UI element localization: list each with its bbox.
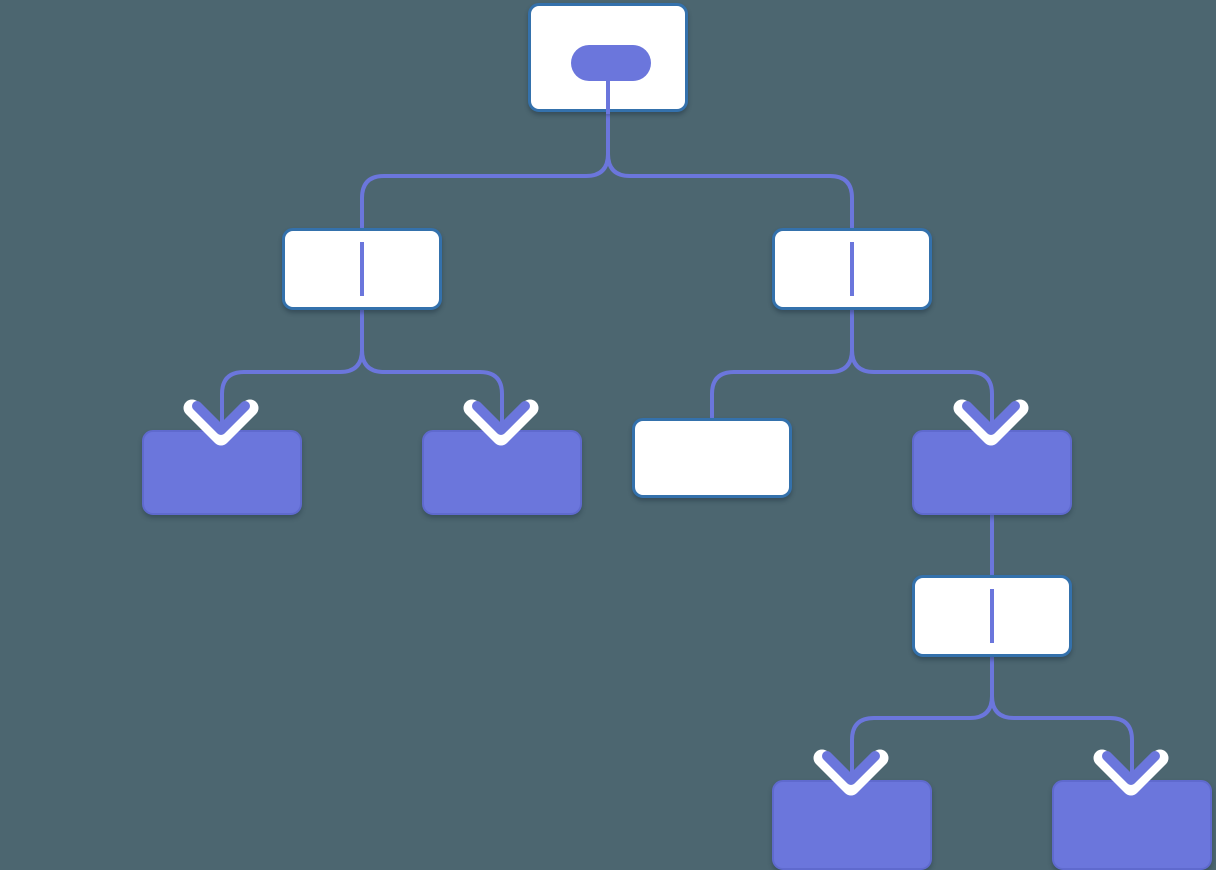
edge-level2left-to-leaf1 (220, 310, 364, 436)
level2-right-node[interactable] (772, 228, 932, 310)
level2-left-node[interactable] (282, 228, 442, 310)
edge-root-to-level2-left (360, 112, 610, 228)
root-pill-badge (571, 45, 651, 81)
edge-level2left-to-leaf2 (360, 310, 504, 436)
branch-node-right[interactable] (912, 430, 1072, 515)
root-node[interactable] (528, 3, 688, 112)
leaf-node-4[interactable] (1052, 780, 1212, 870)
edge-level2right-to-branch (850, 310, 994, 436)
level3-white-node[interactable] (632, 418, 792, 498)
level4-white-node[interactable] (912, 575, 1072, 657)
leaf-node-2[interactable] (422, 430, 582, 515)
edge-root-to-level2-right (606, 112, 854, 228)
leaf-node-3[interactable] (772, 780, 932, 870)
edge-level4-to-leaf3 (850, 657, 994, 786)
leaf-node-1[interactable] (142, 430, 302, 515)
edge-level4-to-leaf4 (990, 657, 1134, 786)
edge-level2right-to-white (710, 310, 854, 418)
